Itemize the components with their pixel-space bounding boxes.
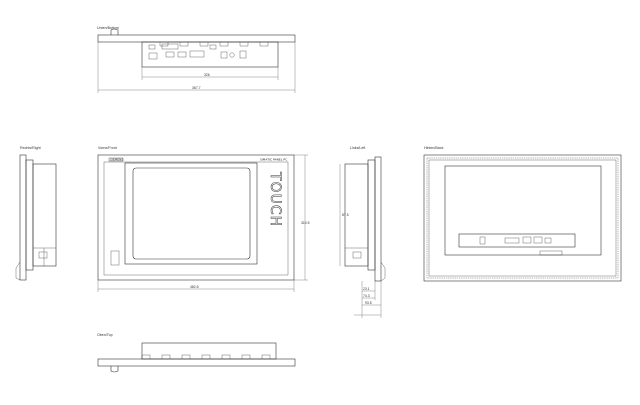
- bottom-view-label: Unten/Bottom: [97, 26, 119, 30]
- left-frame: [367, 159, 376, 271]
- port-com: [189, 50, 205, 58]
- left-port: [352, 251, 362, 259]
- back-bezel-inner: [428, 159, 617, 277]
- front-logo-box: [108, 157, 124, 162]
- left-dim-b: 74.3: [363, 294, 370, 298]
- port-round: [229, 52, 235, 58]
- port-ethernet-1: [209, 44, 217, 50]
- front-logo-right: SIMATIC PANEL PC: [260, 158, 287, 162]
- front-inner-frame: [103, 161, 289, 276]
- right-frame: [25, 159, 34, 271]
- front-view-label: Vorne/Front: [98, 146, 117, 150]
- top-view-label: Oben/Top: [97, 333, 113, 337]
- front-display: [132, 167, 251, 260]
- bottom-latch: [110, 28, 119, 35]
- front-bezel: [97, 154, 295, 281]
- back-view-label: Hinten/Back: [424, 146, 444, 150]
- top-bezel: [97, 358, 296, 367]
- back-view: Hinten/Back: [423, 146, 622, 282]
- front-view: Vorne/Front SIEMENS SIMATIC PANEL PC TOU…: [97, 146, 310, 292]
- back-connector: [539, 250, 563, 256]
- bottom-dim-outer: 367.7: [192, 86, 201, 90]
- left-view-label: Links/Left: [350, 146, 365, 150]
- back-port-5: [544, 237, 552, 244]
- right-latch: [15, 261, 21, 281]
- top-latch: [110, 366, 119, 373]
- bottom-view: Unten/Bottom 326 367.7: [97, 26, 296, 93]
- top-view: Oben/Top: [97, 333, 296, 373]
- port-dvi: [161, 43, 179, 50]
- back-bezel-pattern: [426, 157, 619, 279]
- back-port-panel: [458, 233, 576, 248]
- top-fins: [141, 354, 271, 359]
- left-housing: [344, 163, 369, 267]
- left-bezel: [374, 156, 382, 282]
- left-dim-a: 23.1: [363, 287, 370, 291]
- back-port-2: [504, 237, 520, 244]
- bottom-dim-inner: 326: [204, 73, 210, 77]
- back-port-3: [522, 236, 532, 244]
- left-dim-depth: 87.5: [342, 213, 349, 217]
- back-port-1: [479, 236, 486, 245]
- front-dim-height: 310.5: [301, 221, 310, 225]
- right-housing: [32, 163, 57, 267]
- port-usb-1: [148, 44, 156, 50]
- front-display-frame: [124, 162, 258, 265]
- port-power: [148, 52, 158, 60]
- bottom-housing: [141, 41, 279, 68]
- port-audio: [239, 50, 247, 59]
- left-latch: [380, 261, 386, 282]
- left-dim-c: 93.5: [365, 301, 372, 305]
- port-usb-2: [165, 51, 175, 58]
- port-ethernet-2: [220, 51, 228, 59]
- front-dim-width: 482.6: [190, 285, 199, 289]
- right-view: Rechts/Right: [15, 146, 57, 281]
- front-logo-left: SIEMENS: [110, 158, 123, 162]
- left-view: Links/Left 87.5 23.1 74.3 93.5: [339, 146, 386, 318]
- right-view-label: Rechts/Right: [20, 146, 41, 150]
- front-usb-cover: [110, 250, 120, 266]
- back-port-4: [533, 236, 543, 244]
- right-bezel: [19, 154, 27, 281]
- back-outer: [423, 154, 622, 282]
- right-port: [38, 251, 48, 259]
- port-usb-3: [177, 51, 187, 58]
- back-housing: [444, 165, 602, 256]
- bottom-fins: [159, 42, 269, 47]
- front-touch-text: TOUCH: [267, 171, 283, 227]
- bottom-bezel: [97, 34, 296, 43]
